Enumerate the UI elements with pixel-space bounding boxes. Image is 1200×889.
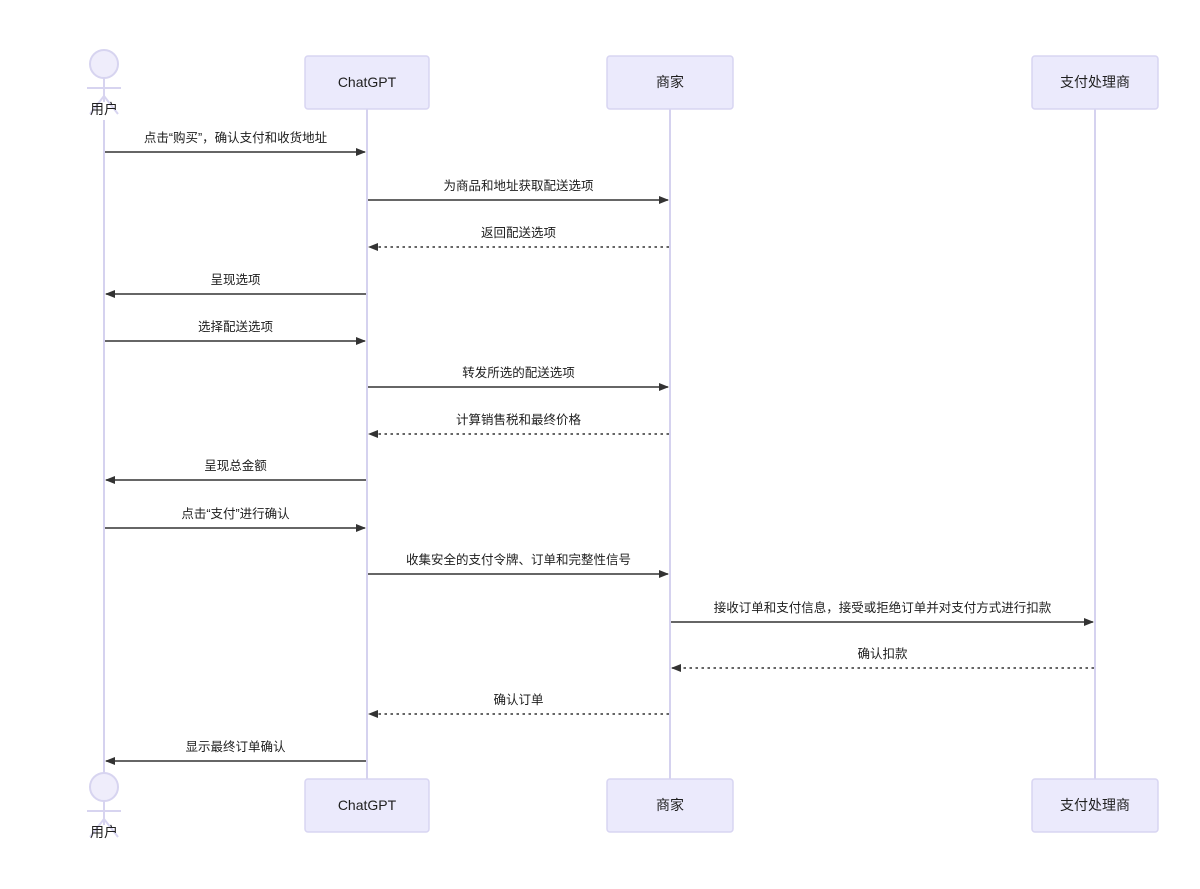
participant-merchant[interactable]: 商家 — [606, 55, 734, 110]
message-9: 点击“支付”进行确认 — [105, 507, 366, 532]
message-label: 接收订单和支付信息，接受或拒绝订单并对支付方式进行扣款 — [714, 600, 1052, 615]
participant-box — [606, 778, 734, 833]
message-3: 返回配送选项 — [368, 225, 669, 251]
message-6: 转发所选的配送选项 — [368, 365, 669, 391]
message-label: 显示最终订单确认 — [185, 739, 286, 754]
participant-merchant[interactable]: 商家 — [606, 778, 734, 833]
actor-leg-left — [89, 95, 105, 115]
participant-box — [606, 55, 734, 110]
message-10: 收集安全的支付令牌、订单和完整性信号 — [368, 552, 669, 578]
message-13: 确认订单 — [368, 693, 669, 718]
participant-chatgpt[interactable]: ChatGPT — [304, 55, 430, 110]
message-label: 收集安全的支付令牌、订单和完整性信号 — [406, 552, 631, 567]
actor-leg-right — [103, 95, 119, 115]
message-12: 确认扣款 — [671, 647, 1094, 672]
message-label: 呈现选项 — [210, 273, 260, 287]
messages-layer: 点击“购买”，确认支付和收货地址为商品和地址获取配送选项返回配送选项呈现选项选择… — [105, 130, 1094, 765]
message-label: 选择配送选项 — [198, 319, 273, 334]
message-11: 接收订单和支付信息，接受或拒绝订单并对支付方式进行扣款 — [671, 600, 1094, 626]
participant-label-user: 用户 — [90, 824, 118, 840]
message-14: 显示最终订单确认 — [105, 739, 366, 765]
participant-label-payment: 支付处理商 — [1060, 74, 1130, 90]
actor-user[interactable]: 用户 — [87, 49, 121, 117]
lifelines-layer — [103, 109, 1096, 779]
actor-head-icon — [89, 49, 119, 79]
message-label: 转发所选的配送选项 — [462, 365, 575, 380]
message-label: 确认扣款 — [857, 647, 908, 661]
message-label: 计算销售税和最终价格 — [456, 412, 582, 427]
participant-box — [1031, 55, 1159, 110]
message-label: 返回配送选项 — [481, 225, 556, 240]
message-label: 为商品和地址获取配送选项 — [443, 178, 593, 193]
participant-label-user: 用户 — [90, 101, 118, 117]
participant-box — [304, 778, 430, 833]
actor-leg-right — [103, 818, 119, 838]
participant-payment[interactable]: 支付处理商 — [1031, 778, 1159, 833]
message-label: 呈现总金额 — [204, 458, 267, 473]
message-1: 点击“购买”，确认支付和收货地址 — [105, 130, 366, 156]
message-8: 呈现总金额 — [105, 458, 366, 484]
message-4: 呈现选项 — [105, 273, 366, 298]
participant-chatgpt[interactable]: ChatGPT — [304, 778, 430, 833]
message-7: 计算销售税和最终价格 — [368, 412, 669, 438]
message-label: 点击“购买”，确认支付和收货地址 — [144, 130, 328, 145]
participant-label-chatgpt: ChatGPT — [338, 74, 397, 90]
participant-label-payment: 支付处理商 — [1060, 797, 1130, 813]
participant-payment[interactable]: 支付处理商 — [1031, 55, 1159, 110]
participant-label-chatgpt: ChatGPT — [338, 797, 397, 813]
actor-leg-left — [89, 818, 105, 838]
message-2: 为商品和地址获取配送选项 — [368, 178, 669, 204]
message-label: 点击“支付”进行确认 — [181, 507, 290, 521]
participant-label-merchant: 商家 — [656, 74, 684, 90]
participant-box — [304, 55, 430, 110]
message-5: 选择配送选项 — [105, 319, 366, 345]
actor-head-icon — [89, 772, 119, 802]
participant-label-merchant: 商家 — [656, 797, 684, 813]
actor-user[interactable]: 用户 — [87, 772, 121, 840]
message-label: 确认订单 — [493, 693, 543, 707]
participant-box — [1031, 778, 1159, 833]
